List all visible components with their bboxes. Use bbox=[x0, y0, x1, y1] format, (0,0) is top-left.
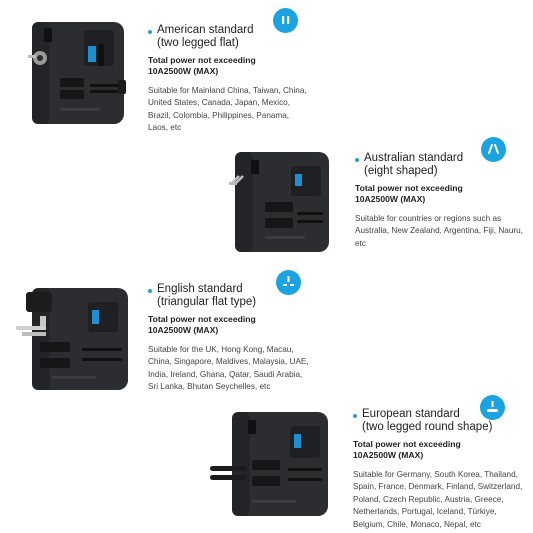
travel-adapter-australian-image bbox=[229, 152, 329, 252]
suitable-countries: Suitable for countries or regions such a… bbox=[355, 214, 523, 248]
power-limit-line-2: 10A2500W (MAX) bbox=[148, 325, 219, 335]
power-limit: Total power not exceeding 10A2500W (MAX) bbox=[355, 183, 530, 205]
three-flat-pins-icon bbox=[276, 270, 301, 295]
bullet-dot bbox=[355, 158, 359, 162]
power-limit: Total power not exceeding 10A2500W (MAX) bbox=[148, 314, 318, 336]
standard-subtitle: (triangular flat type) bbox=[157, 296, 257, 308]
standard-title: English standard bbox=[157, 283, 243, 295]
bullet-dot bbox=[148, 289, 152, 293]
suitable-countries: Suitable for the UK, Hong Kong, Macau, C… bbox=[148, 345, 309, 392]
bullet-dot bbox=[148, 30, 152, 34]
travel-adapter-european-image bbox=[210, 412, 328, 516]
standard-title: European standard bbox=[362, 408, 460, 420]
power-limit-line-1: Total power not exceeding bbox=[148, 55, 256, 65]
standard-subtitle: (two legged round shape) bbox=[362, 421, 493, 433]
power-limit-line-1: Total power not exceeding bbox=[355, 183, 463, 193]
two-flat-pins-icon bbox=[273, 8, 298, 33]
standard-subtitle: (eight shaped) bbox=[364, 165, 438, 177]
power-limit: Total power not exceeding 10A2500W (MAX) bbox=[148, 55, 318, 77]
round-pins-icon bbox=[480, 395, 505, 420]
standard-title: American standard bbox=[157, 24, 254, 36]
power-limit: Total power not exceeding 10A2500W (MAX) bbox=[353, 439, 531, 461]
suitable-countries: Suitable for Mainland China, Taiwan, Chi… bbox=[148, 86, 307, 133]
travel-adapter-american-image bbox=[28, 22, 126, 124]
power-limit-line-1: Total power not exceeding bbox=[148, 314, 256, 324]
standard-title: Australian standard bbox=[364, 152, 464, 164]
travel-adapter-english-image bbox=[16, 288, 128, 390]
power-limit-line-2: 10A2500W (MAX) bbox=[353, 450, 424, 460]
power-limit-line-2: 10A2500W (MAX) bbox=[148, 66, 219, 76]
suitable-countries: Suitable for Germany, South Korea, Thail… bbox=[353, 470, 523, 529]
power-limit-line-1: Total power not exceeding bbox=[353, 439, 461, 449]
standard-subtitle: (two legged flat) bbox=[157, 37, 239, 49]
power-limit-line-2: 10A2500W (MAX) bbox=[355, 194, 426, 204]
bullet-dot bbox=[353, 414, 357, 418]
angled-pins-icon bbox=[481, 137, 506, 162]
